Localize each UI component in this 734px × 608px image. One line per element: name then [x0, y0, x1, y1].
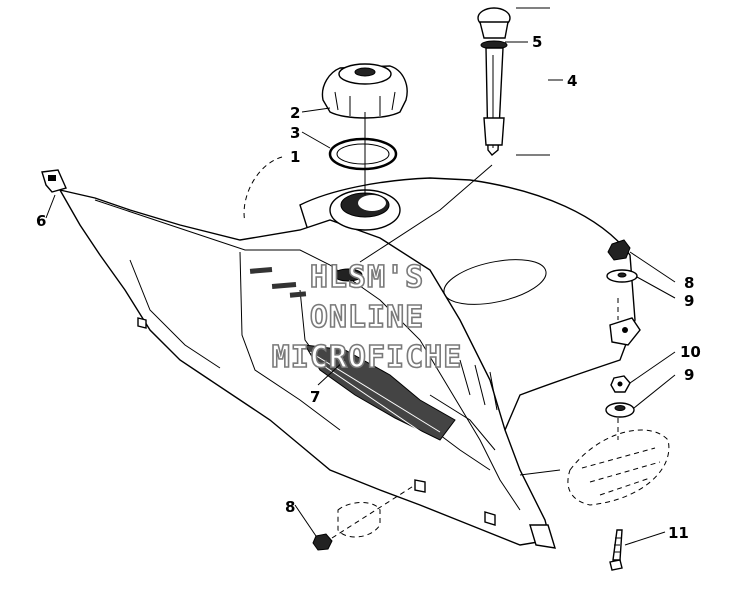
callout-3: 3 [290, 124, 300, 142]
o-ring [328, 137, 398, 171]
callout-11: 11 [668, 524, 689, 542]
callout-1: 1 [290, 148, 300, 166]
fuel-tank [58, 177, 641, 549]
clip-bracket [41, 169, 67, 193]
nut-middle-right [610, 375, 631, 393]
callout-9-upper: 9 [684, 292, 694, 310]
callout-9-lower: 9 [684, 366, 694, 384]
washer-upper-right [606, 269, 638, 283]
spacer-lower [337, 502, 381, 538]
bolt [609, 529, 623, 571]
nut-upper-right [607, 239, 631, 261]
watermark-line-1: HLSM'S [310, 260, 424, 295]
watermark: HLSM'S ONLINE MICROFICHE [271, 259, 463, 376]
callout-6: 6 [36, 212, 46, 230]
callout-10: 10 [680, 343, 701, 361]
callout-5: 5 [532, 33, 542, 51]
washer-middle-right [605, 402, 635, 418]
fuel-gauge-sender [477, 7, 511, 156]
callout-8-lower: 8 [285, 498, 295, 516]
mounting-pad [567, 429, 670, 506]
watermark-line-2: ONLINE [310, 300, 424, 335]
callout-labels: 1 2 3 4 5 6 7 8 9 10 9 8 11 [36, 33, 701, 542]
vent-grille [304, 344, 456, 441]
nut-lower-left [312, 533, 333, 551]
watermark-line-3: MICROFICHE [272, 340, 463, 375]
gas-cap [321, 63, 408, 119]
leader-lines [45, 7, 676, 546]
callout-4: 4 [567, 72, 577, 90]
callout-8-upper: 8 [684, 274, 694, 292]
callout-7: 7 [310, 388, 320, 406]
callout-2: 2 [290, 104, 300, 122]
